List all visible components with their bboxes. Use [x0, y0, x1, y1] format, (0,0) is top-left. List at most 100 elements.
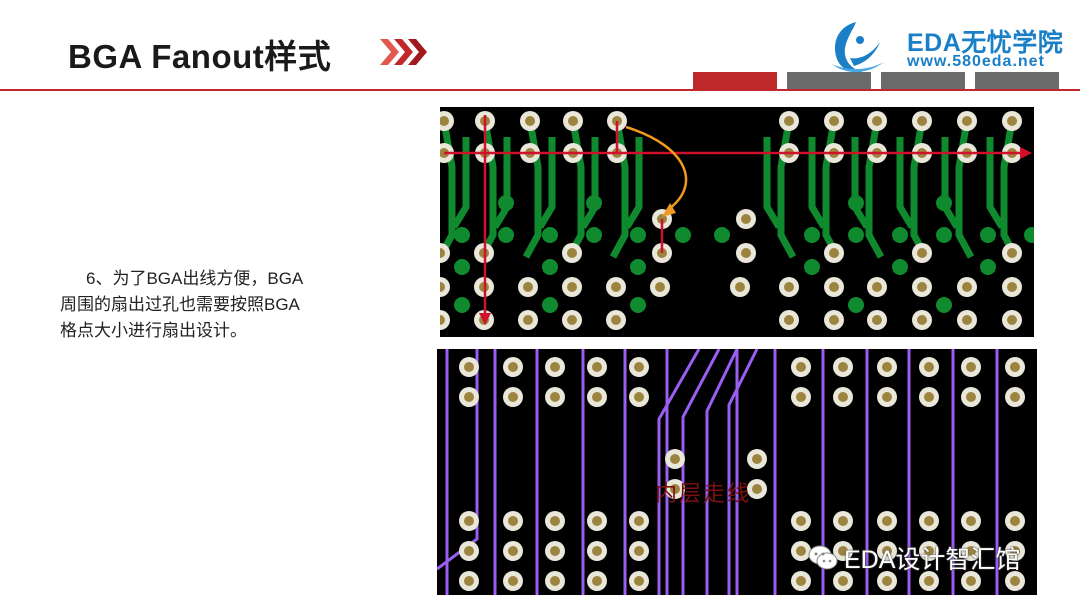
pcb-pad-hole	[508, 576, 518, 586]
red-arrowhead	[479, 313, 491, 325]
pcb-pad-hole	[872, 282, 882, 292]
pcb-via-green	[804, 227, 820, 243]
watermark-text: EDA设计智汇馆	[844, 546, 1021, 574]
bird-swoosh-icon	[832, 22, 884, 73]
pcb-pad-hole	[440, 248, 445, 258]
pcb-trace	[536, 137, 556, 229]
pcb-pad-hole	[838, 392, 848, 402]
pcb-pad-hole	[796, 546, 806, 556]
pcb-pad-hole	[508, 362, 518, 372]
pcb-pad-hole	[838, 516, 848, 526]
pcb-pad-hole	[1010, 546, 1020, 556]
pcb-trace-purple	[437, 349, 479, 571]
pcb-pad-hole	[611, 282, 621, 292]
pcb-pad-hole	[550, 362, 560, 372]
pcb-trace-purple	[727, 349, 759, 595]
pcb-pad-hole	[567, 315, 577, 325]
pcb-pad-hole	[550, 546, 560, 556]
page-title: BGA Fanout样式	[68, 38, 332, 75]
pcb-pad-hole	[670, 454, 680, 464]
paragraph-line: 周围的扇出过孔也需要按照BGA	[60, 295, 300, 314]
pcb-pad-hole	[882, 546, 892, 556]
pcb-pad-hole	[1007, 116, 1017, 126]
pcb-pad-hole	[924, 516, 934, 526]
pcb-via-green	[936, 195, 952, 211]
pcb-pad-hole	[1010, 362, 1020, 372]
pcb-pad-hole	[655, 282, 665, 292]
pcb-pad-hole	[440, 315, 445, 325]
pcb-trace	[522, 120, 542, 259]
pcb-via-green	[892, 227, 908, 243]
pcb-inner-layer-svg: 内层走线	[437, 349, 1025, 595]
pcb-via-green	[586, 195, 602, 211]
pcb-pad-hole	[464, 576, 474, 586]
pcb-via-green	[936, 297, 952, 313]
pcb-via-green	[848, 195, 864, 211]
pcb-pad-hole	[962, 116, 972, 126]
pcb-pad-hole	[634, 362, 644, 372]
pcb-trace	[491, 137, 511, 229]
pcb-pad-hole	[829, 315, 839, 325]
pcb-pad-hole	[882, 516, 892, 526]
pcb-pad-hole	[1007, 282, 1017, 292]
pcb-pad-hole	[924, 576, 934, 586]
pcb-pad-hole	[829, 282, 839, 292]
wechat-icon	[808, 545, 838, 570]
pcb-pad-hole	[741, 214, 751, 224]
pcb-pad-hole	[1010, 392, 1020, 402]
pcb-trace	[986, 137, 1006, 229]
wechat-watermark: EDA设计智汇馆	[808, 541, 1020, 575]
pcb-via-green	[542, 297, 558, 313]
pcb-trace	[609, 120, 629, 259]
pcb-pad-hole	[838, 362, 848, 372]
pcb-pad-hole	[838, 576, 848, 586]
pcb-pad-hole	[634, 516, 644, 526]
pcb-pad-hole	[882, 392, 892, 402]
pcb-pad-hole	[634, 576, 644, 586]
pcb-trace	[865, 120, 885, 259]
pcb-pad-hole	[440, 116, 449, 126]
pcb-trace	[1000, 120, 1020, 259]
pcb-pad-hole	[752, 484, 762, 494]
pcb-pad-hole	[464, 362, 474, 372]
header-divider	[0, 89, 1080, 91]
pcb-pad-hole	[966, 546, 976, 556]
pcb-pad-hole	[550, 392, 560, 402]
pcb-pad-hole	[464, 392, 474, 402]
pcb-via-green	[1024, 227, 1034, 243]
inner-layer-label: 内层走线	[655, 482, 751, 507]
pcb-trace	[763, 137, 783, 229]
pcb-pad-hole	[1007, 248, 1017, 258]
pcb-pad-hole	[917, 282, 927, 292]
pcb-pad-hole	[550, 576, 560, 586]
pcb-via-green	[980, 227, 996, 243]
pcb-via-green	[675, 227, 691, 243]
orange-curve-arrow	[625, 125, 688, 213]
pcb-trace	[822, 120, 842, 259]
pcb-pad-hole	[829, 116, 839, 126]
header-tab	[975, 72, 1059, 89]
pcb-pad-hole	[440, 282, 445, 292]
pcb-pad-hole	[924, 546, 934, 556]
body-paragraph: 6、为了BGA出线方便，BGA 周围的扇出过孔也需要按照BGA 格点大小进行扇出…	[60, 266, 360, 344]
pcb-pad-hole	[525, 116, 535, 126]
pcb-via-green	[630, 259, 646, 275]
pcb-pad-hole	[634, 392, 644, 402]
pcb-trace	[450, 137, 470, 229]
pcb-trace	[579, 137, 599, 229]
pcb-trace	[955, 120, 975, 259]
orange-arrowhead	[662, 203, 676, 217]
pcb-via-green	[630, 227, 646, 243]
pcb-pad-hole	[917, 248, 927, 258]
paragraph-line: 格点大小进行扇出设计。	[60, 321, 247, 340]
pcb-inner-layer-image: 内层走线	[437, 349, 1037, 595]
pcb-pad-hole	[882, 362, 892, 372]
pcb-pad-hole	[670, 484, 680, 494]
pcb-pad-hole	[568, 116, 578, 126]
pcb-trace	[910, 120, 930, 259]
pcb-trace	[440, 120, 456, 259]
pcb-pad-hole	[882, 576, 892, 586]
pcb-via-green	[630, 297, 646, 313]
pcb-pad-hole	[592, 546, 602, 556]
pcb-via-green	[498, 227, 514, 243]
